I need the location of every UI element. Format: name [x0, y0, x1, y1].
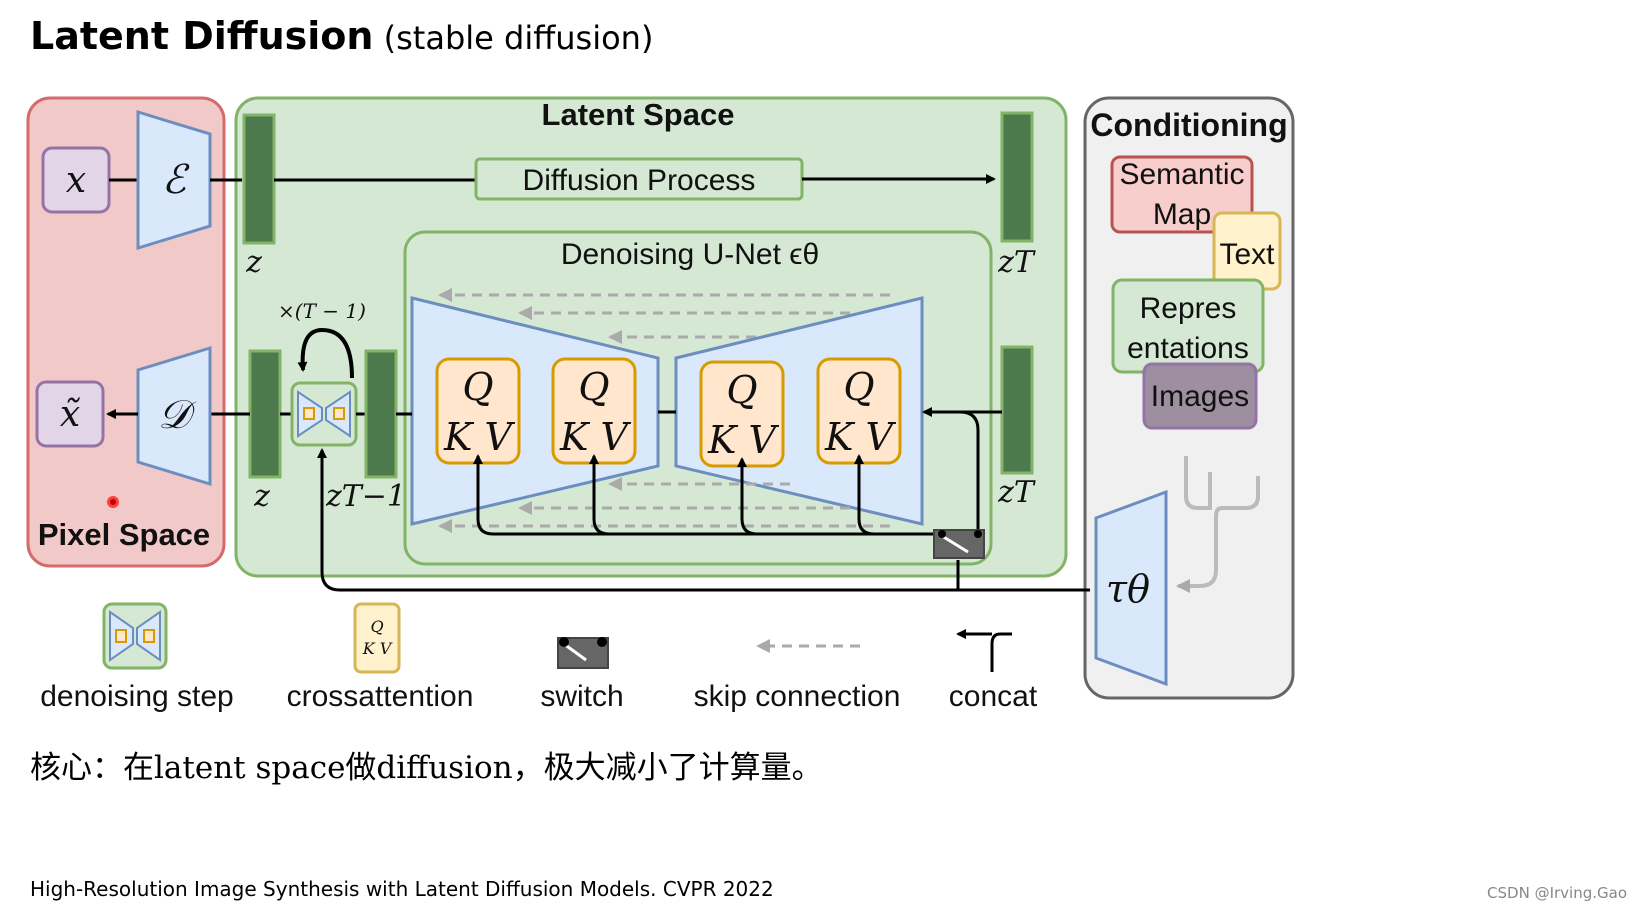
switch-icon: [933, 529, 985, 559]
svg-text:Q: Q: [370, 617, 383, 636]
zT-1-label: zT−1: [325, 479, 406, 514]
legend-crossattention-icon: Q K V: [353, 602, 401, 674]
encoder-label: ℰ: [162, 157, 190, 203]
svg-text:K V: K V: [559, 415, 631, 459]
encoder-trapezoid: [136, 109, 212, 251]
svg-text:Q: Q: [726, 368, 757, 412]
x-tilde-label: x̃: [60, 394, 80, 435]
chinese-note: 核心：在latent space做diffusion，极大减小了计算量。: [30, 750, 823, 786]
z-label-bottom: z: [253, 479, 270, 514]
latent-zT-1-bar: [364, 349, 398, 479]
images-box: [1142, 362, 1258, 430]
slide-title-main: Latent Diffusion: [30, 14, 374, 58]
qkv-block-4: Q K V: [816, 357, 902, 465]
unet-title: Denoising U-Net ϵθ: [561, 238, 819, 271]
conditioning-branch-lines: [1184, 456, 1260, 588]
conditioning-title: Conditioning: [1090, 107, 1287, 143]
latent-z-bar-bottom: [248, 349, 282, 479]
repeat-label: ×(T − 1): [278, 299, 366, 323]
x-label: x: [66, 160, 86, 201]
zT-label-bottom: zT: [997, 475, 1036, 510]
qkv-block-1: Q K V: [435, 357, 521, 465]
latent-z-bar-top: [242, 113, 276, 245]
zT-label-top: zT: [997, 245, 1036, 280]
tau-label: τθ: [1106, 567, 1150, 611]
skip-arrows-top: [438, 288, 890, 344]
legend-switch-icon: [557, 637, 609, 669]
semantic-map-label-2: Map: [1153, 198, 1211, 231]
svg-text:Q: Q: [578, 365, 609, 409]
unet-encoder-trapezoid: [410, 296, 660, 526]
denoising-step-block: [290, 381, 358, 447]
svg-text:K V: K V: [443, 415, 515, 459]
qkv-block-3: Q K V: [699, 360, 785, 468]
legend-concat-label: concat: [949, 680, 1038, 713]
svg-text:K V: K V: [362, 639, 393, 658]
z-label-top: z: [245, 245, 262, 280]
repeat-loop-arrow: [297, 327, 354, 379]
diffusion-process-label: Diffusion Process: [523, 164, 756, 197]
images-label: Images: [1151, 380, 1249, 413]
representations-label-1: Repres: [1140, 292, 1237, 325]
legend-crossattention-label: crossattention: [287, 680, 474, 713]
paper-citation: High-Resolution Image Synthesis with Lat…: [30, 877, 774, 901]
crossattention-lines: [473, 454, 938, 536]
legend-switch-label: switch: [540, 680, 623, 713]
legend-denoising-step-icon: [102, 602, 168, 670]
svg-text:Q: Q: [843, 365, 874, 409]
svg-text:K V: K V: [707, 418, 779, 462]
legend-concat-icon: [956, 629, 1012, 672]
watermark: CSDN @Irving.Gao: [1487, 884, 1627, 902]
tau-encoder-trapezoid: [1094, 489, 1168, 687]
latent-zT-bar-top: [1000, 111, 1034, 243]
conditioning-line: [317, 448, 1090, 592]
pixel-space-title: Pixel Space: [38, 517, 210, 552]
legend-skip-connection-label: skip connection: [694, 680, 901, 713]
semantic-map-label-1: Semantic: [1119, 158, 1244, 191]
latent-zT-bar-bottom: [1000, 345, 1034, 475]
x-tilde-output-box: [35, 380, 105, 448]
svg-text:K V: K V: [824, 415, 896, 459]
legend-denoising-step-label: denoising step: [40, 680, 233, 713]
slide-title-sub: (stable diffusion): [373, 19, 654, 57]
qkv-block-2: Q K V: [551, 357, 637, 465]
latent-space-title: Latent Space: [542, 97, 735, 132]
slide-title: Latent Diffusion (stable diffusion): [30, 14, 653, 58]
svg-text:Q: Q: [462, 365, 493, 409]
representations-label-2: entations: [1127, 332, 1249, 365]
skip-arrows-bottom: [438, 477, 890, 533]
decoder-trapezoid: [136, 345, 212, 487]
text-label: Text: [1219, 238, 1275, 271]
